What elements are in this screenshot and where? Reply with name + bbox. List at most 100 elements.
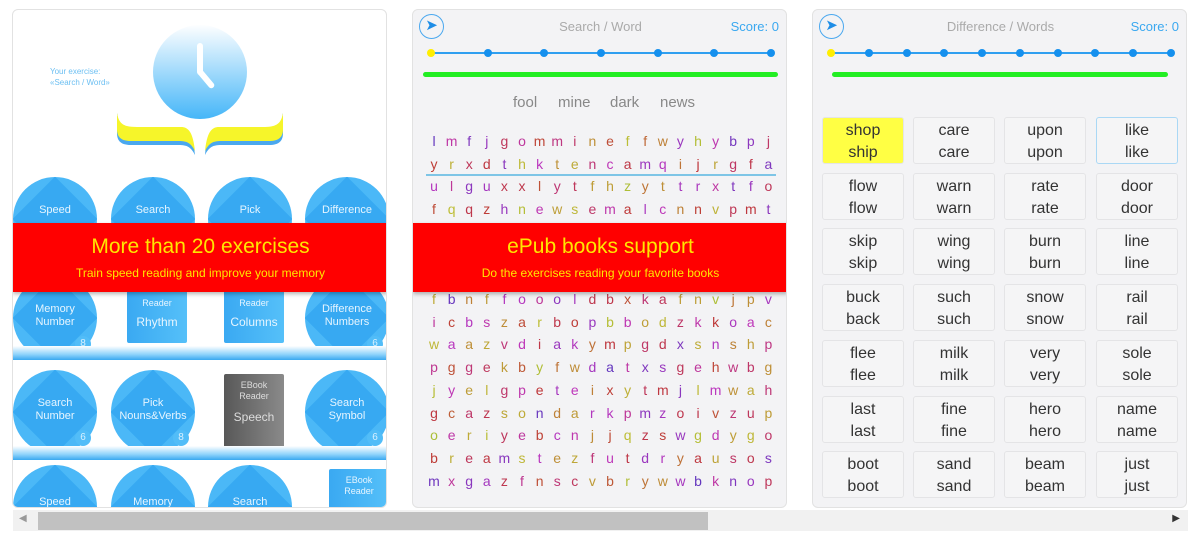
grid-letter[interactable]: m — [533, 133, 546, 149]
grid-letter[interactable]: y — [448, 381, 456, 398]
grid-letter[interactable]: t — [660, 178, 665, 195]
grid-letter[interactable]: m — [428, 472, 440, 489]
grid-letter[interactable]: z — [483, 336, 491, 353]
grid-letter[interactable]: n — [676, 201, 685, 218]
grid-letter[interactable]: i — [432, 313, 436, 330]
grid-letter[interactable]: n — [729, 472, 738, 489]
grid-letter[interactable]: h — [764, 381, 773, 398]
grid-letter[interactable]: s — [659, 359, 667, 376]
grid-letter[interactable]: f — [432, 201, 436, 218]
grid-letter[interactable]: e — [606, 133, 614, 149]
grid-letter[interactable]: x — [641, 359, 649, 376]
grid-letter[interactable]: e — [518, 427, 526, 444]
grid-letter[interactable]: q — [623, 427, 632, 444]
grid-letter[interactable]: x — [712, 178, 720, 195]
grid-letter[interactable]: w — [728, 359, 739, 376]
grid-letter[interactable]: j — [590, 427, 594, 444]
grid-letter[interactable]: z — [729, 404, 737, 421]
grid-letter[interactable]: z — [641, 427, 649, 444]
grid-letter[interactable]: d — [518, 336, 526, 353]
grid-letter[interactable]: v — [588, 472, 596, 489]
grid-letter[interactable]: h — [518, 155, 526, 172]
grid-letter[interactable]: g — [465, 472, 474, 489]
grid-letter[interactable]: m — [604, 336, 616, 353]
grid-letter[interactable]: f — [748, 155, 753, 172]
grid-letter[interactable]: l — [643, 201, 647, 218]
grid-letter[interactable]: s — [483, 313, 491, 330]
grid-letter[interactable]: n — [570, 427, 579, 444]
grid-letter[interactable]: d — [588, 359, 597, 376]
grid-letter[interactable]: p — [729, 201, 738, 218]
grid-letter[interactable]: g — [465, 359, 474, 376]
grid-letter[interactable]: a — [447, 336, 456, 353]
grid-letter[interactable]: i — [678, 155, 682, 172]
grid-letter[interactable]: c — [764, 313, 772, 330]
grid-letter[interactable]: i — [696, 404, 700, 421]
grid-letter[interactable]: k — [500, 359, 508, 376]
grid-letter[interactable]: b — [729, 133, 738, 149]
grid-letter[interactable]: f — [678, 291, 683, 307]
grid-letter[interactable]: h — [606, 178, 614, 195]
grid-letter[interactable]: w — [569, 359, 580, 376]
grid-letter[interactable]: e — [570, 155, 579, 172]
grid-letter[interactable]: i — [573, 133, 577, 149]
grid-letter[interactable]: a — [465, 336, 474, 353]
grid-letter[interactable]: d — [482, 155, 491, 172]
grid-letter[interactable]: m — [744, 201, 757, 218]
grid-letter[interactable]: g — [500, 133, 509, 149]
grid-letter[interactable]: a — [623, 201, 632, 218]
grid-letter[interactable]: r — [590, 404, 595, 421]
grid-letter[interactable]: r — [449, 155, 454, 172]
grid-letter[interactable]: l — [450, 178, 454, 195]
grid-letter[interactable]: b — [465, 313, 474, 330]
grid-letter[interactable]: e — [588, 201, 597, 218]
grid-letter[interactable]: c — [571, 472, 579, 489]
grid-letter[interactable]: o — [729, 313, 738, 330]
grid-letter[interactable]: b — [623, 313, 632, 330]
grid-letter[interactable]: l — [485, 381, 489, 398]
grid-letter[interactable]: y — [641, 178, 649, 195]
grid-letter[interactable]: j — [678, 381, 682, 398]
grid-letter[interactable]: w — [552, 201, 563, 218]
grid-letter[interactable]: q — [658, 155, 667, 172]
grid-letter[interactable]: d — [641, 449, 650, 466]
grid-letter[interactable]: j — [731, 291, 735, 307]
grid-letter[interactable]: h — [711, 359, 720, 376]
grid-letter[interactable]: e — [694, 359, 702, 376]
grid-letter[interactable]: c — [659, 201, 667, 218]
grid-letter[interactable]: k — [712, 313, 720, 330]
grid-letter[interactable]: y — [729, 427, 737, 444]
grid-letter[interactable]: k — [606, 404, 614, 421]
grid-letter[interactable]: m — [604, 201, 616, 218]
grid-letter[interactable]: l — [432, 133, 436, 149]
grid-letter[interactable]: x — [448, 472, 456, 489]
back-button[interactable]: ➤ — [419, 14, 444, 39]
grid-letter[interactable]: z — [500, 313, 508, 330]
grid-letter[interactable]: j — [432, 381, 436, 398]
grid-letter[interactable]: i — [538, 336, 542, 353]
grid-letter[interactable]: a — [623, 155, 632, 172]
exercise-button[interactable]: Speed — [13, 465, 97, 507]
grid-letter[interactable]: f — [625, 133, 630, 149]
grid-letter[interactable]: l — [573, 291, 577, 307]
grid-letter[interactable]: n — [711, 336, 720, 353]
grid-letter[interactable]: n — [518, 201, 526, 218]
grid-letter[interactable]: z — [483, 201, 491, 218]
grid-letter[interactable]: d — [711, 427, 720, 444]
grid-letter[interactable]: p — [430, 359, 438, 376]
grid-letter[interactable]: v — [764, 291, 772, 307]
grid-letter[interactable]: m — [656, 381, 669, 398]
grid-letter[interactable]: b — [535, 427, 544, 444]
grid-letter[interactable]: r — [625, 472, 630, 489]
grid-letter[interactable]: s — [729, 336, 737, 353]
grid-letter[interactable]: f — [555, 359, 560, 376]
